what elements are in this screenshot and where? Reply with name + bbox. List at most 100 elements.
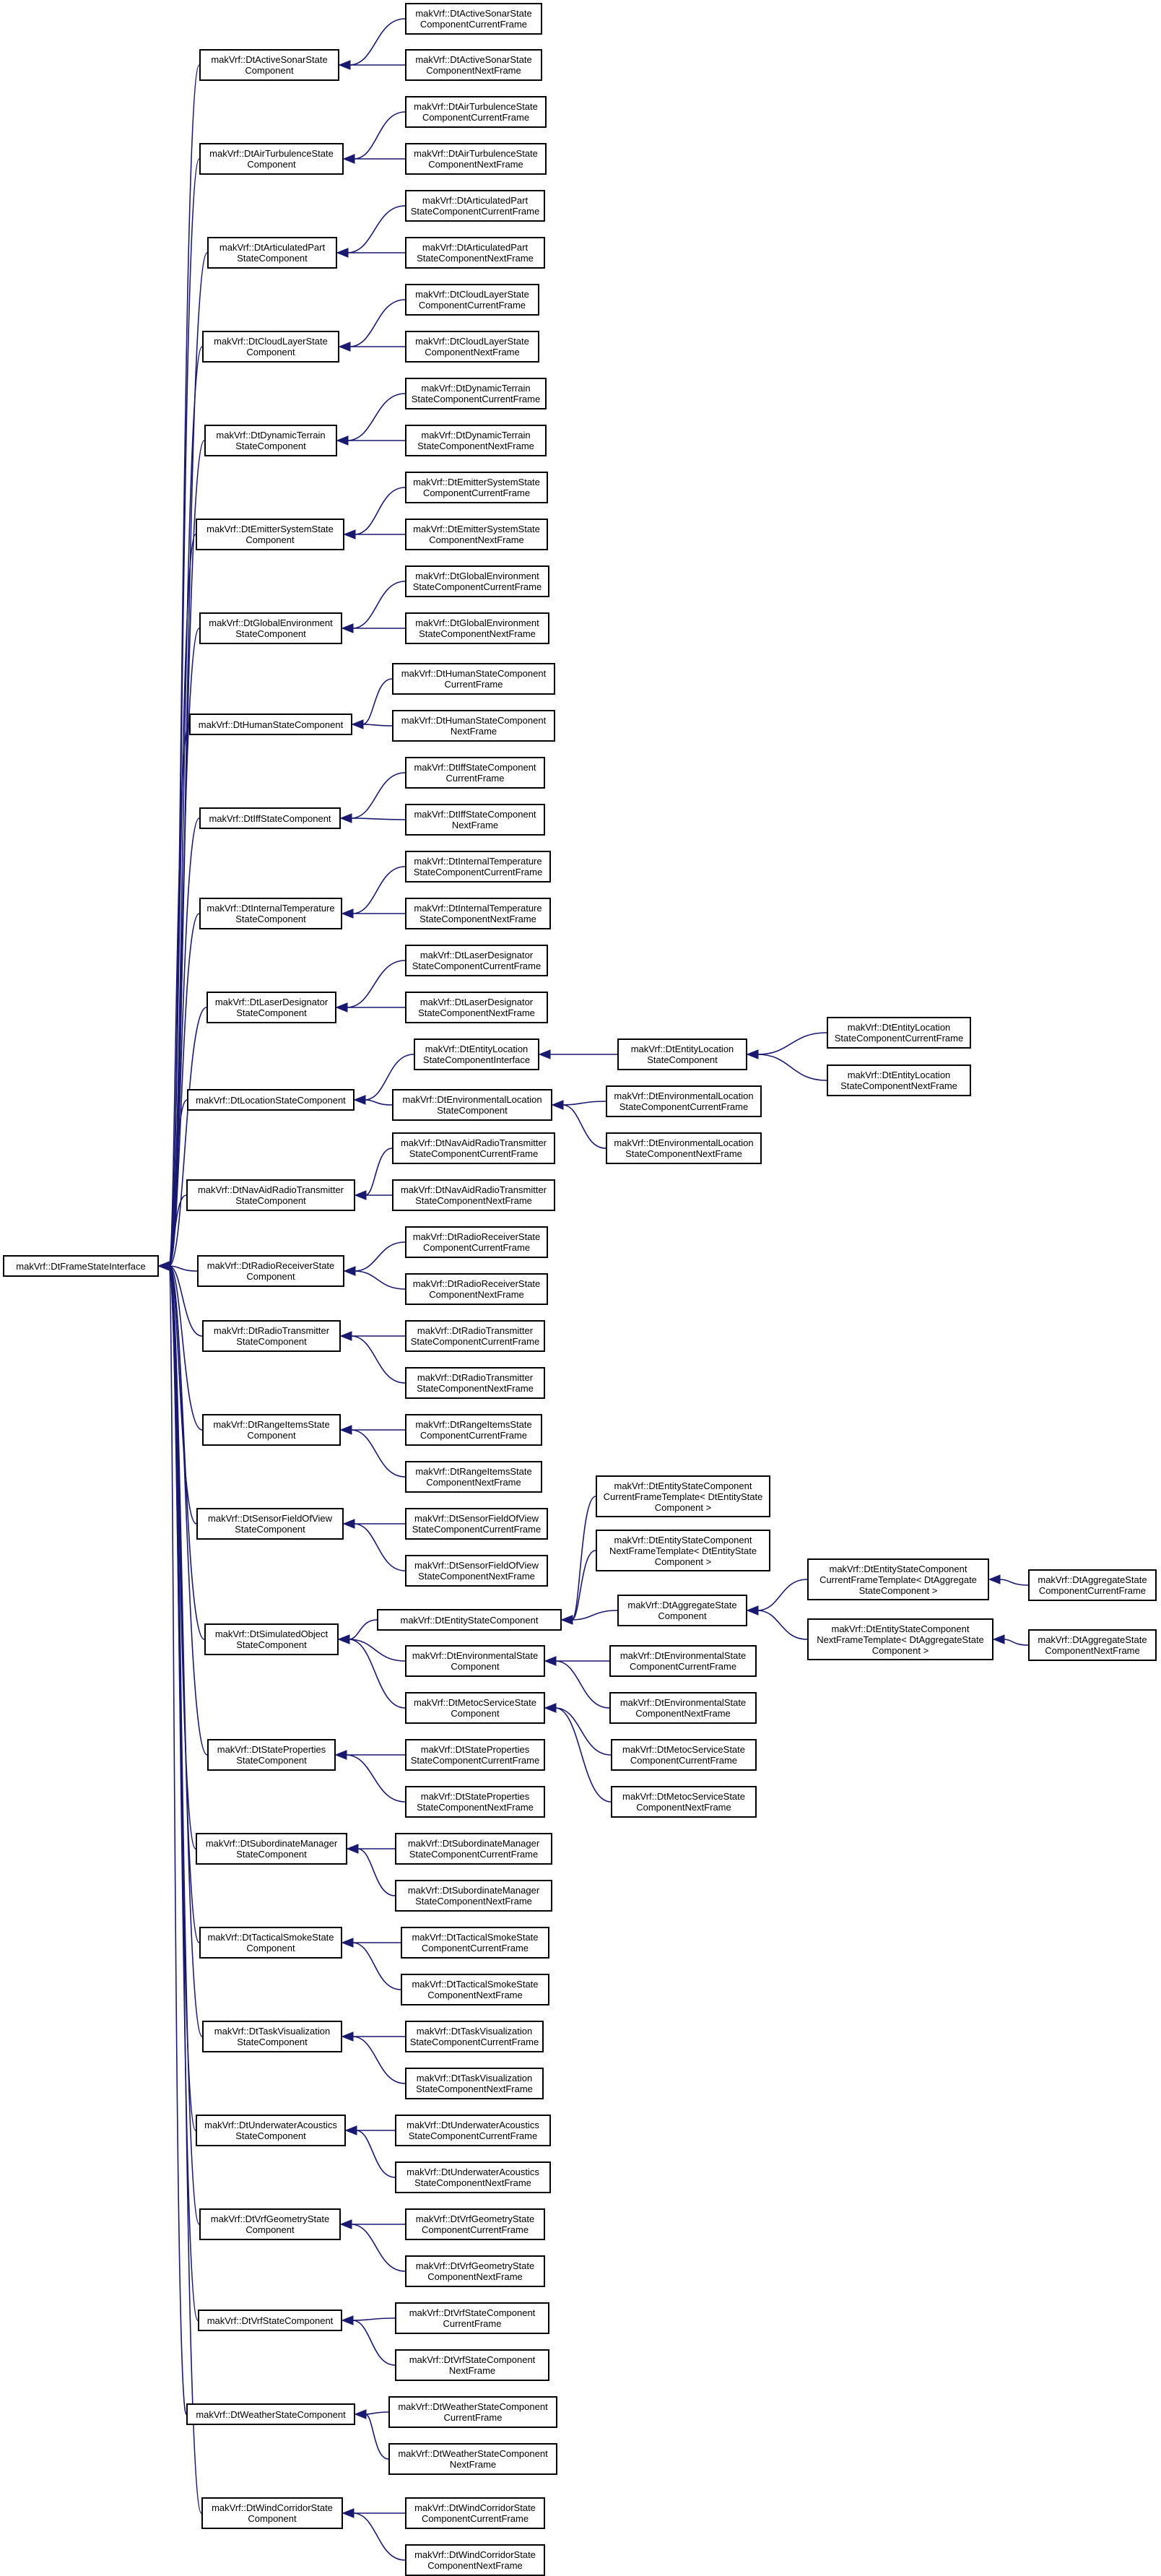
class-node-eli[interactable]: makVrf::DtEntityLocation StateComponentI… [414, 1038, 539, 1070]
class-node-estn[interactable]: makVrf::DtEntityStateComponent NextFrame… [596, 1530, 770, 1571]
class-node-env[interactable]: makVrf::DtEnvironmentalState Component [405, 1645, 545, 1677]
class-node-agg2[interactable]: makVrf::DtAggregateState ComponentNextFr… [1028, 1629, 1157, 1661]
class-node-tv[interactable]: makVrf::DtTaskVisualization StateCompone… [202, 2021, 342, 2052]
class-node-ts1[interactable]: makVrf::DtTacticalSmokeState ComponentCu… [401, 1927, 549, 1959]
class-node-dt[interactable]: makVrf::DtDynamicTerrain StateComponent [204, 425, 337, 456]
class-node-dt2[interactable]: makVrf::DtDynamicTerrain StateComponentN… [405, 425, 547, 456]
class-node-ld[interactable]: makVrf::DtLaserDesignator StateComponent [206, 992, 336, 1023]
class-node-met2[interactable]: makVrf::DtMetocServiceState ComponentNex… [611, 1786, 757, 1818]
class-node-root[interactable]: makVrf::DtFrameStateInterface [3, 1255, 159, 1277]
class-node-if2[interactable]: makVrf::DtIffStateComponent NextFrame [405, 804, 545, 836]
class-node-it2[interactable]: makVrf::DtInternalTemperature StateCompo… [405, 898, 551, 929]
class-node-if[interactable]: makVrf::DtIffStateComponent [199, 807, 341, 829]
class-node-at1[interactable]: makVrf::DtAirTurbulenceState ComponentCu… [405, 96, 547, 128]
class-node-env1[interactable]: makVrf::DtEnvironmentalState ComponentCu… [609, 1645, 757, 1677]
class-node-sf2[interactable]: makVrf::DtSensorFieldOfView StateCompone… [405, 1555, 548, 1587]
class-node-ls[interactable]: makVrf::DtLocationStateComponent [187, 1089, 355, 1111]
class-node-as2[interactable]: makVrf::DtActiveSonarState ComponentNext… [405, 49, 542, 81]
class-node-na1[interactable]: makVrf::DtNavAidRadioTransmitter StateCo… [392, 1132, 555, 1164]
class-node-cl1[interactable]: makVrf::DtCloudLayerState ComponentCurre… [405, 284, 539, 316]
class-node-wc2[interactable]: makVrf::DtWindCorridorState ComponentNex… [405, 2544, 545, 2576]
class-node-vs[interactable]: makVrf::DtVrfStateComponent [198, 2310, 342, 2331]
class-node-hs2[interactable]: makVrf::DtHumanStateComponent NextFrame [392, 710, 555, 742]
class-node-rr2[interactable]: makVrf::DtRadioReceiverState ComponentNe… [405, 1273, 548, 1305]
class-node-sp[interactable]: makVrf::DtStateProperties StateComponent [207, 1739, 336, 1771]
class-node-ua1[interactable]: makVrf::DtUnderwaterAcoustics StateCompo… [395, 2115, 551, 2146]
class-node-tv1[interactable]: makVrf::DtTaskVisualization StateCompone… [405, 2021, 544, 2052]
class-node-ua[interactable]: makVrf::DtUnderwaterAcoustics StateCompo… [196, 2115, 346, 2146]
class-node-env2[interactable]: makVrf::DtEnvironmentalState ComponentNe… [609, 1692, 757, 1724]
class-node-cl[interactable]: makVrf::DtCloudLayerState Component [202, 331, 339, 363]
class-node-ts2[interactable]: makVrf::DtTacticalSmokeState ComponentNe… [401, 1974, 549, 2005]
class-node-aggc[interactable]: makVrf::DtEntityStateComponent CurrentFr… [807, 1558, 989, 1600]
class-node-ld2[interactable]: makVrf::DtLaserDesignator StateComponent… [405, 992, 548, 1023]
class-node-els1[interactable]: makVrf::DtEntityLocation StateComponentC… [827, 1017, 971, 1049]
class-node-cl2[interactable]: makVrf::DtCloudLayerState ComponentNextF… [405, 331, 539, 363]
class-node-rt2[interactable]: makVrf::DtRadioTransmitter StateComponen… [405, 1367, 545, 1399]
class-node-vs1[interactable]: makVrf::DtVrfStateComponent CurrentFrame [395, 2302, 549, 2334]
class-node-sf1[interactable]: makVrf::DtSensorFieldOfView StateCompone… [405, 1508, 548, 1540]
class-node-enl1[interactable]: makVrf::DtEnvironmentalLocation StateCom… [606, 1085, 762, 1117]
class-node-ri[interactable]: makVrf::DtRangeItemsState Component [202, 1414, 341, 1446]
class-node-hs[interactable]: makVrf::DtHumanStateComponent [189, 714, 352, 735]
class-node-wc1[interactable]: makVrf::DtWindCorridorState ComponentCur… [405, 2497, 545, 2529]
class-node-met[interactable]: makVrf::DtMetocServiceState Component [405, 1692, 545, 1724]
class-node-rt1[interactable]: makVrf::DtRadioTransmitter StateComponen… [405, 1320, 545, 1352]
class-node-ge[interactable]: makVrf::DtGlobalEnvironment StateCompone… [199, 612, 342, 644]
class-node-na2[interactable]: makVrf::DtNavAidRadioTransmitter StateCo… [392, 1179, 555, 1211]
class-node-enl2[interactable]: makVrf::DtEnvironmentalLocation StateCom… [606, 1132, 762, 1164]
class-node-met1[interactable]: makVrf::DtMetocServiceState ComponentCur… [611, 1739, 757, 1771]
class-node-dt1[interactable]: makVrf::DtDynamicTerrain StateComponentC… [405, 378, 547, 409]
edge-arrowhead [560, 1615, 573, 1625]
class-node-vs2[interactable]: makVrf::DtVrfStateComponent NextFrame [395, 2349, 549, 2381]
class-node-est[interactable]: makVrf::DtEntityStateComponent [377, 1609, 562, 1631]
class-node-ri1[interactable]: makVrf::DtRangeItemsState ComponentCurre… [405, 1414, 542, 1446]
class-node-rt[interactable]: makVrf::DtRadioTransmitter StateComponen… [202, 1320, 341, 1352]
class-node-vg2[interactable]: makVrf::DtVrfGeometryState ComponentNext… [405, 2255, 545, 2287]
class-node-it1[interactable]: makVrf::DtInternalTemperature StateCompo… [405, 851, 551, 882]
class-node-rr1[interactable]: makVrf::DtRadioReceiverState ComponentCu… [405, 1226, 548, 1258]
class-node-ge2[interactable]: makVrf::DtGlobalEnvironment StateCompone… [405, 612, 549, 644]
class-node-es[interactable]: makVrf::DtEmitterSystemState Component [196, 519, 344, 550]
class-node-it[interactable]: makVrf::DtInternalTemperature StateCompo… [199, 898, 342, 929]
class-node-as[interactable]: makVrf::DtActiveSonarState Component [199, 49, 339, 81]
class-node-estc[interactable]: makVrf::DtEntityStateComponent CurrentFr… [596, 1475, 770, 1517]
class-node-so[interactable]: makVrf::DtSimulatedObject StateComponent [204, 1623, 339, 1655]
class-node-at[interactable]: makVrf::DtAirTurbulenceState Component [199, 143, 344, 175]
class-node-els[interactable]: makVrf::DtEntityLocation StateComponent [617, 1038, 747, 1070]
class-node-rr[interactable]: makVrf::DtRadioReceiverState Component [197, 1255, 344, 1287]
class-node-ap1[interactable]: makVrf::DtArticulatedPart StateComponent… [405, 190, 545, 222]
class-node-sp1[interactable]: makVrf::DtStateProperties StateComponent… [405, 1739, 545, 1771]
class-node-hs1[interactable]: makVrf::DtHumanStateComponent CurrentFra… [392, 663, 555, 695]
class-node-sf[interactable]: makVrf::DtSensorFieldOfView StateCompone… [196, 1508, 344, 1540]
class-node-ri2[interactable]: makVrf::DtRangeItemsState ComponentNextF… [405, 1461, 542, 1493]
class-node-vg1[interactable]: makVrf::DtVrfGeometryState ComponentCurr… [405, 2208, 545, 2240]
class-node-agg[interactable]: makVrf::DtAggregateState Component [617, 1595, 747, 1626]
class-node-sm2[interactable]: makVrf::DtSubordinateManager StateCompon… [395, 1880, 552, 1912]
class-node-ua2[interactable]: makVrf::DtUnderwaterAcoustics StateCompo… [395, 2161, 551, 2193]
class-node-ap[interactable]: makVrf::DtArticulatedPart StateComponent [207, 237, 337, 269]
class-node-vg[interactable]: makVrf::DtVrfGeometryState Component [199, 2208, 341, 2240]
class-node-tv2[interactable]: makVrf::DtTaskVisualization StateCompone… [405, 2068, 544, 2099]
class-node-enl[interactable]: makVrf::DtEnvironmentalLocation StateCom… [392, 1089, 552, 1121]
class-node-ld1[interactable]: makVrf::DtLaserDesignator StateComponent… [405, 945, 548, 976]
class-node-agg1[interactable]: makVrf::DtAggregateState ComponentCurren… [1028, 1569, 1157, 1601]
class-node-sm[interactable]: makVrf::DtSubordinateManager StateCompon… [196, 1833, 347, 1865]
class-node-ws1[interactable]: makVrf::DtWeatherStateComponent CurrentF… [388, 2396, 557, 2428]
class-node-es2[interactable]: makVrf::DtEmitterSystemState ComponentNe… [405, 519, 548, 550]
class-node-na[interactable]: makVrf::DtNavAidRadioTransmitter StateCo… [186, 1179, 355, 1211]
class-node-aggn[interactable]: makVrf::DtEntityStateComponent NextFrame… [807, 1618, 993, 1660]
class-node-ge1[interactable]: makVrf::DtGlobalEnvironment StateCompone… [405, 565, 549, 597]
class-node-ap2[interactable]: makVrf::DtArticulatedPart StateComponent… [405, 237, 545, 269]
class-node-ws[interactable]: makVrf::DtWeatherStateComponent [186, 2403, 355, 2425]
class-node-es1[interactable]: makVrf::DtEmitterSystemState ComponentCu… [405, 472, 548, 503]
class-node-wc[interactable]: makVrf::DtWindCorridorState Component [201, 2497, 343, 2529]
class-node-as1[interactable]: makVrf::DtActiveSonarState ComponentCurr… [405, 3, 542, 35]
class-node-ts[interactable]: makVrf::DtTacticalSmokeState Component [199, 1927, 342, 1959]
class-node-at2[interactable]: makVrf::DtAirTurbulenceState ComponentNe… [405, 143, 547, 175]
class-node-els2[interactable]: makVrf::DtEntityLocation StateComponentN… [827, 1064, 971, 1096]
class-node-sm1[interactable]: makVrf::DtSubordinateManager StateCompon… [395, 1833, 552, 1865]
class-node-sp2[interactable]: makVrf::DtStateProperties StateComponent… [405, 1786, 545, 1818]
class-node-if1[interactable]: makVrf::DtIffStateComponent CurrentFrame [405, 757, 545, 789]
class-node-ws2[interactable]: makVrf::DtWeatherStateComponent NextFram… [388, 2443, 557, 2475]
